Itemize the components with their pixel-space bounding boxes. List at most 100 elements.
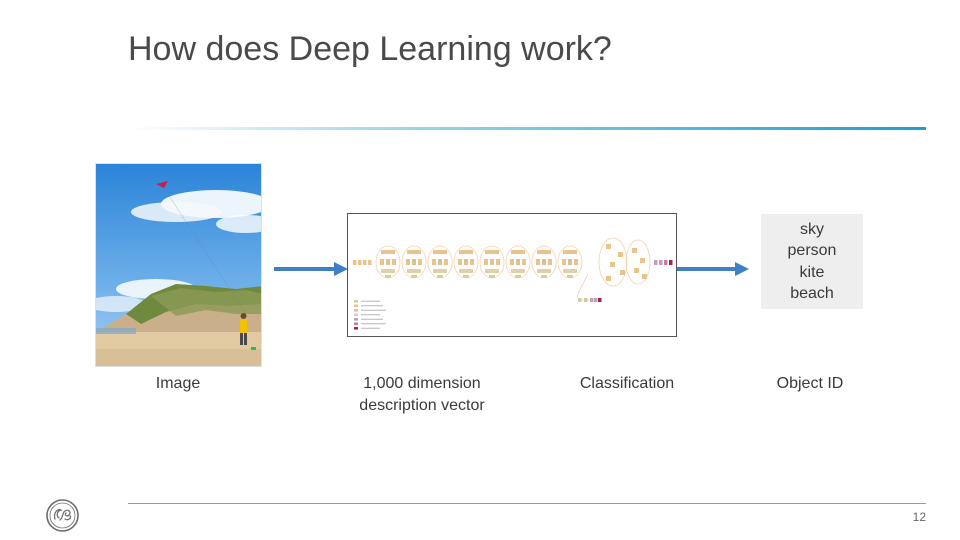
network-block <box>358 260 362 265</box>
network-block <box>606 244 611 249</box>
network-block <box>510 259 514 265</box>
network-block <box>590 298 594 302</box>
network-block <box>411 275 417 278</box>
legend-swatch <box>354 313 358 317</box>
network-block <box>669 260 673 265</box>
network-block <box>490 259 494 265</box>
network-module <box>625 239 651 285</box>
legend-swatch <box>354 322 358 326</box>
network-block <box>485 269 499 273</box>
legend-swatch <box>354 318 358 321</box>
network-block <box>640 258 645 263</box>
network-block <box>437 275 443 278</box>
network-block <box>412 259 416 265</box>
network-block <box>634 268 639 273</box>
legend-swatch <box>354 309 358 312</box>
title-divider <box>130 127 926 130</box>
network-block <box>541 275 547 278</box>
network-block <box>578 298 582 302</box>
network-block <box>363 260 367 265</box>
network-block <box>542 259 546 265</box>
network-block <box>407 269 421 273</box>
network-block <box>459 269 473 273</box>
network-block <box>385 275 391 278</box>
network-block <box>620 270 625 275</box>
network-block <box>511 250 525 254</box>
network-block <box>574 259 578 265</box>
network-block <box>606 276 611 281</box>
network-block <box>353 260 357 265</box>
right-arrow-icon <box>677 262 749 276</box>
network-block <box>567 275 573 278</box>
network-block <box>654 260 658 265</box>
network-block <box>594 298 598 302</box>
page-number: 12 <box>912 510 926 524</box>
network-block <box>548 259 552 265</box>
network-block <box>381 269 395 273</box>
object-labels-box: sky person kite beach <box>761 214 863 309</box>
vector-caption-line: 1,000 dimension <box>363 375 481 392</box>
network-block <box>485 250 499 254</box>
network-module <box>598 237 628 287</box>
legend-swatch <box>354 327 358 330</box>
network-block <box>632 248 637 253</box>
vector-caption: 1,000 dimension description vector <box>332 373 512 416</box>
network-block <box>432 259 436 265</box>
network-block <box>392 259 396 265</box>
network-block <box>380 259 384 265</box>
network-block <box>664 260 668 265</box>
network-block <box>463 275 469 278</box>
footer-divider <box>128 503 926 504</box>
network-block <box>433 250 447 254</box>
legend-swatch <box>354 304 358 308</box>
ge-monogram-icon <box>46 499 79 532</box>
network-block <box>458 259 462 265</box>
network-block <box>562 259 566 265</box>
network-block <box>368 260 372 265</box>
network-block <box>484 259 488 265</box>
network-block <box>515 275 521 278</box>
network-block <box>598 298 602 302</box>
neural-network-diagram <box>347 213 677 337</box>
kite-beach-photo <box>95 163 262 367</box>
object-label: kite <box>799 263 825 281</box>
network-block <box>470 259 474 265</box>
network-block <box>381 250 395 254</box>
network-block <box>568 259 572 265</box>
legend-swatch <box>354 300 358 303</box>
object-label: beach <box>790 285 834 302</box>
network-block <box>659 260 663 265</box>
object-id-caption: Object ID <box>776 375 844 392</box>
network-branch <box>577 273 598 301</box>
object-label: sky <box>800 220 824 238</box>
network-block <box>642 274 647 279</box>
network-block <box>563 269 577 273</box>
network-block <box>537 250 551 254</box>
image-caption: Image <box>155 375 201 392</box>
network-block <box>406 259 410 265</box>
network-block <box>537 269 551 273</box>
network-block <box>584 298 588 302</box>
network-block <box>522 259 526 265</box>
network-block <box>496 259 500 265</box>
network-block <box>386 259 390 265</box>
network-block <box>563 250 577 254</box>
network-block <box>489 275 495 278</box>
slide-title: How does Deep Learning work? <box>128 30 612 68</box>
classification-caption: Classification <box>579 375 675 392</box>
network-block <box>511 269 525 273</box>
network-block <box>610 262 615 267</box>
network-block <box>418 259 422 265</box>
network-block <box>459 250 473 254</box>
network-block <box>444 259 448 265</box>
network-block <box>407 250 421 254</box>
network-block <box>618 252 623 257</box>
object-label: person <box>787 242 837 259</box>
network-block <box>433 269 447 273</box>
right-arrow-icon <box>274 262 348 276</box>
network-block <box>516 259 520 265</box>
vector-caption-line: description vector <box>359 396 485 414</box>
network-block <box>536 259 540 265</box>
network-block <box>438 259 442 265</box>
network-block <box>464 259 468 265</box>
